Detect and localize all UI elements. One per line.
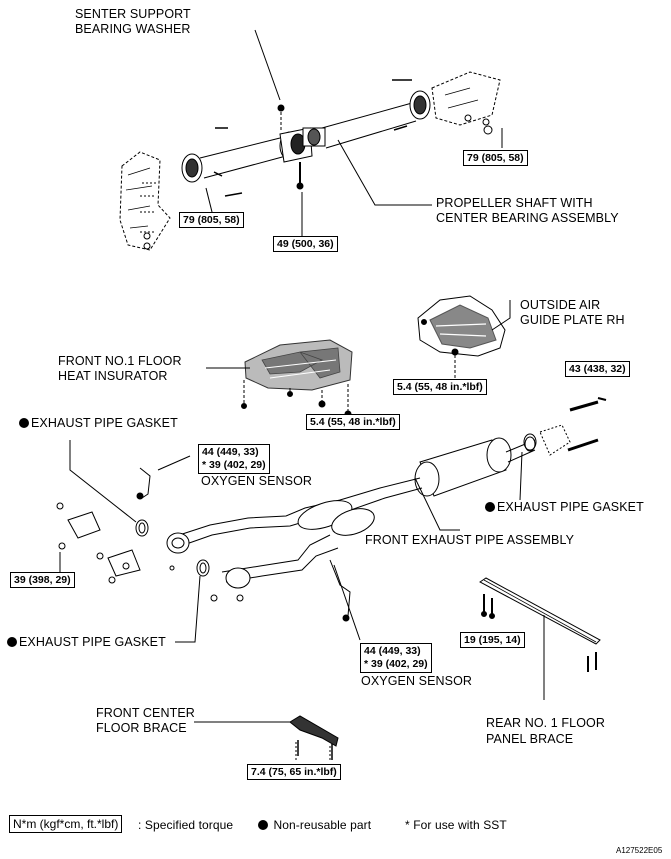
torque-box-guide-plate: 5.4 (55, 48 in.*lbf) — [393, 379, 487, 395]
legend-nonreusable: Non-reusable part — [258, 818, 371, 833]
label-center-bearing-washer-2: BEARING WASHER — [75, 22, 191, 36]
label-rear-floor-brace-1: REAR NO. 1 FLOOR — [486, 716, 605, 730]
nonreusable-mark-icon — [7, 637, 17, 647]
torque-box-exhaust-tail: 43 (438, 32) — [565, 361, 630, 377]
label-rear-floor-brace-2: PANEL BRACE — [486, 732, 574, 746]
torque-box-shaft-right: 79 (805, 58) — [463, 150, 528, 166]
front-center-brace — [194, 715, 339, 762]
rear-floor-brace — [479, 577, 601, 700]
label-heat-insulator-2: HEAT INSURATOR — [58, 369, 168, 383]
torque-o2-top-a: 44 (449, 33) — [202, 446, 259, 458]
propeller-shaft — [119, 71, 501, 251]
heat-insulator — [206, 339, 353, 418]
outside-air-guide-plate — [417, 295, 511, 378]
figure-id: A127522E05 — [616, 846, 663, 855]
torque-box-o2-top: 44 (449, 33)* 39 (402, 29) — [198, 444, 270, 474]
label-propeller-shaft-1: PROPELLER SHAFT WITH — [436, 196, 593, 210]
legend-unit-box: N*m (kgf*cm, ft.*lbf) — [9, 815, 123, 833]
label-front-exhaust-pipe: FRONT EXHAUST PIPE ASSEMBLY — [365, 533, 575, 547]
label-propeller-shaft-2: CENTER BEARING ASSEMBLY — [436, 211, 619, 225]
nonreusable-mark-icon — [258, 820, 268, 830]
label-heat-insulator-1: FRONT NO.1 FLOOR — [58, 354, 182, 368]
label-exhaust-gasket-bottom-text: EXHAUST PIPE GASKET — [19, 635, 166, 649]
label-exhaust-gasket-right: EXHAUST PIPE GASKET — [485, 500, 644, 515]
label-outside-air-guide-1: OUTSIDE AIR — [520, 298, 601, 312]
leader-lines-exhaust — [59, 440, 523, 643]
torque-box-insulator: 5.4 (55, 48 in.*lbf) — [306, 414, 400, 430]
label-exhaust-gasket-top-text: EXHAUST PIPE GASKET — [31, 416, 178, 430]
torque-box-shaft-left: 79 (805, 58) — [179, 212, 244, 228]
legend-nonreusable-text: Non-reusable part — [273, 818, 372, 832]
legend-sst: * For use with SST — [405, 818, 507, 832]
label-front-center-brace-2: FLOOR BRACE — [96, 721, 187, 735]
label-oxygen-sensor-top: OXYGEN SENSOR — [201, 474, 313, 488]
leader-lines-shaft — [205, 29, 503, 236]
label-front-center-brace-1: FRONT CENTER — [96, 706, 195, 720]
torque-box-manifold: 39 (398, 29) — [10, 572, 75, 588]
label-exhaust-gasket-top: EXHAUST PIPE GASKET — [19, 416, 178, 431]
legend-unit-desc: : Specified torque — [138, 818, 234, 832]
torque-o2-top-b: * 39 (402, 29) — [202, 459, 266, 471]
nonreusable-mark-icon — [19, 418, 29, 428]
torque-box-shaft-center: 49 (500, 36) — [273, 236, 338, 252]
label-outside-air-guide-2: GUIDE PLATE RH — [520, 313, 625, 327]
torque-o2-bottom-a: 44 (449, 33) — [364, 645, 421, 657]
front-exhaust-pipe-assembly — [56, 397, 607, 622]
torque-box-o2-bottom: 44 (449, 33)* 39 (402, 29) — [360, 643, 432, 673]
nonreusable-mark-icon — [485, 502, 495, 512]
label-exhaust-gasket-right-text: EXHAUST PIPE GASKET — [497, 500, 644, 514]
torque-o2-bottom-b: * 39 (402, 29) — [364, 658, 428, 670]
label-center-bearing-washer-1: SENTER SUPPORT — [75, 7, 191, 21]
torque-box-center-brace: 7.4 (75, 65 in.*lbf) — [247, 764, 341, 780]
label-exhaust-gasket-bottom: EXHAUST PIPE GASKET — [7, 635, 166, 650]
label-oxygen-sensor-bottom: OXYGEN SENSOR — [361, 674, 473, 688]
torque-box-rear-brace: 19 (195, 14) — [460, 632, 525, 648]
